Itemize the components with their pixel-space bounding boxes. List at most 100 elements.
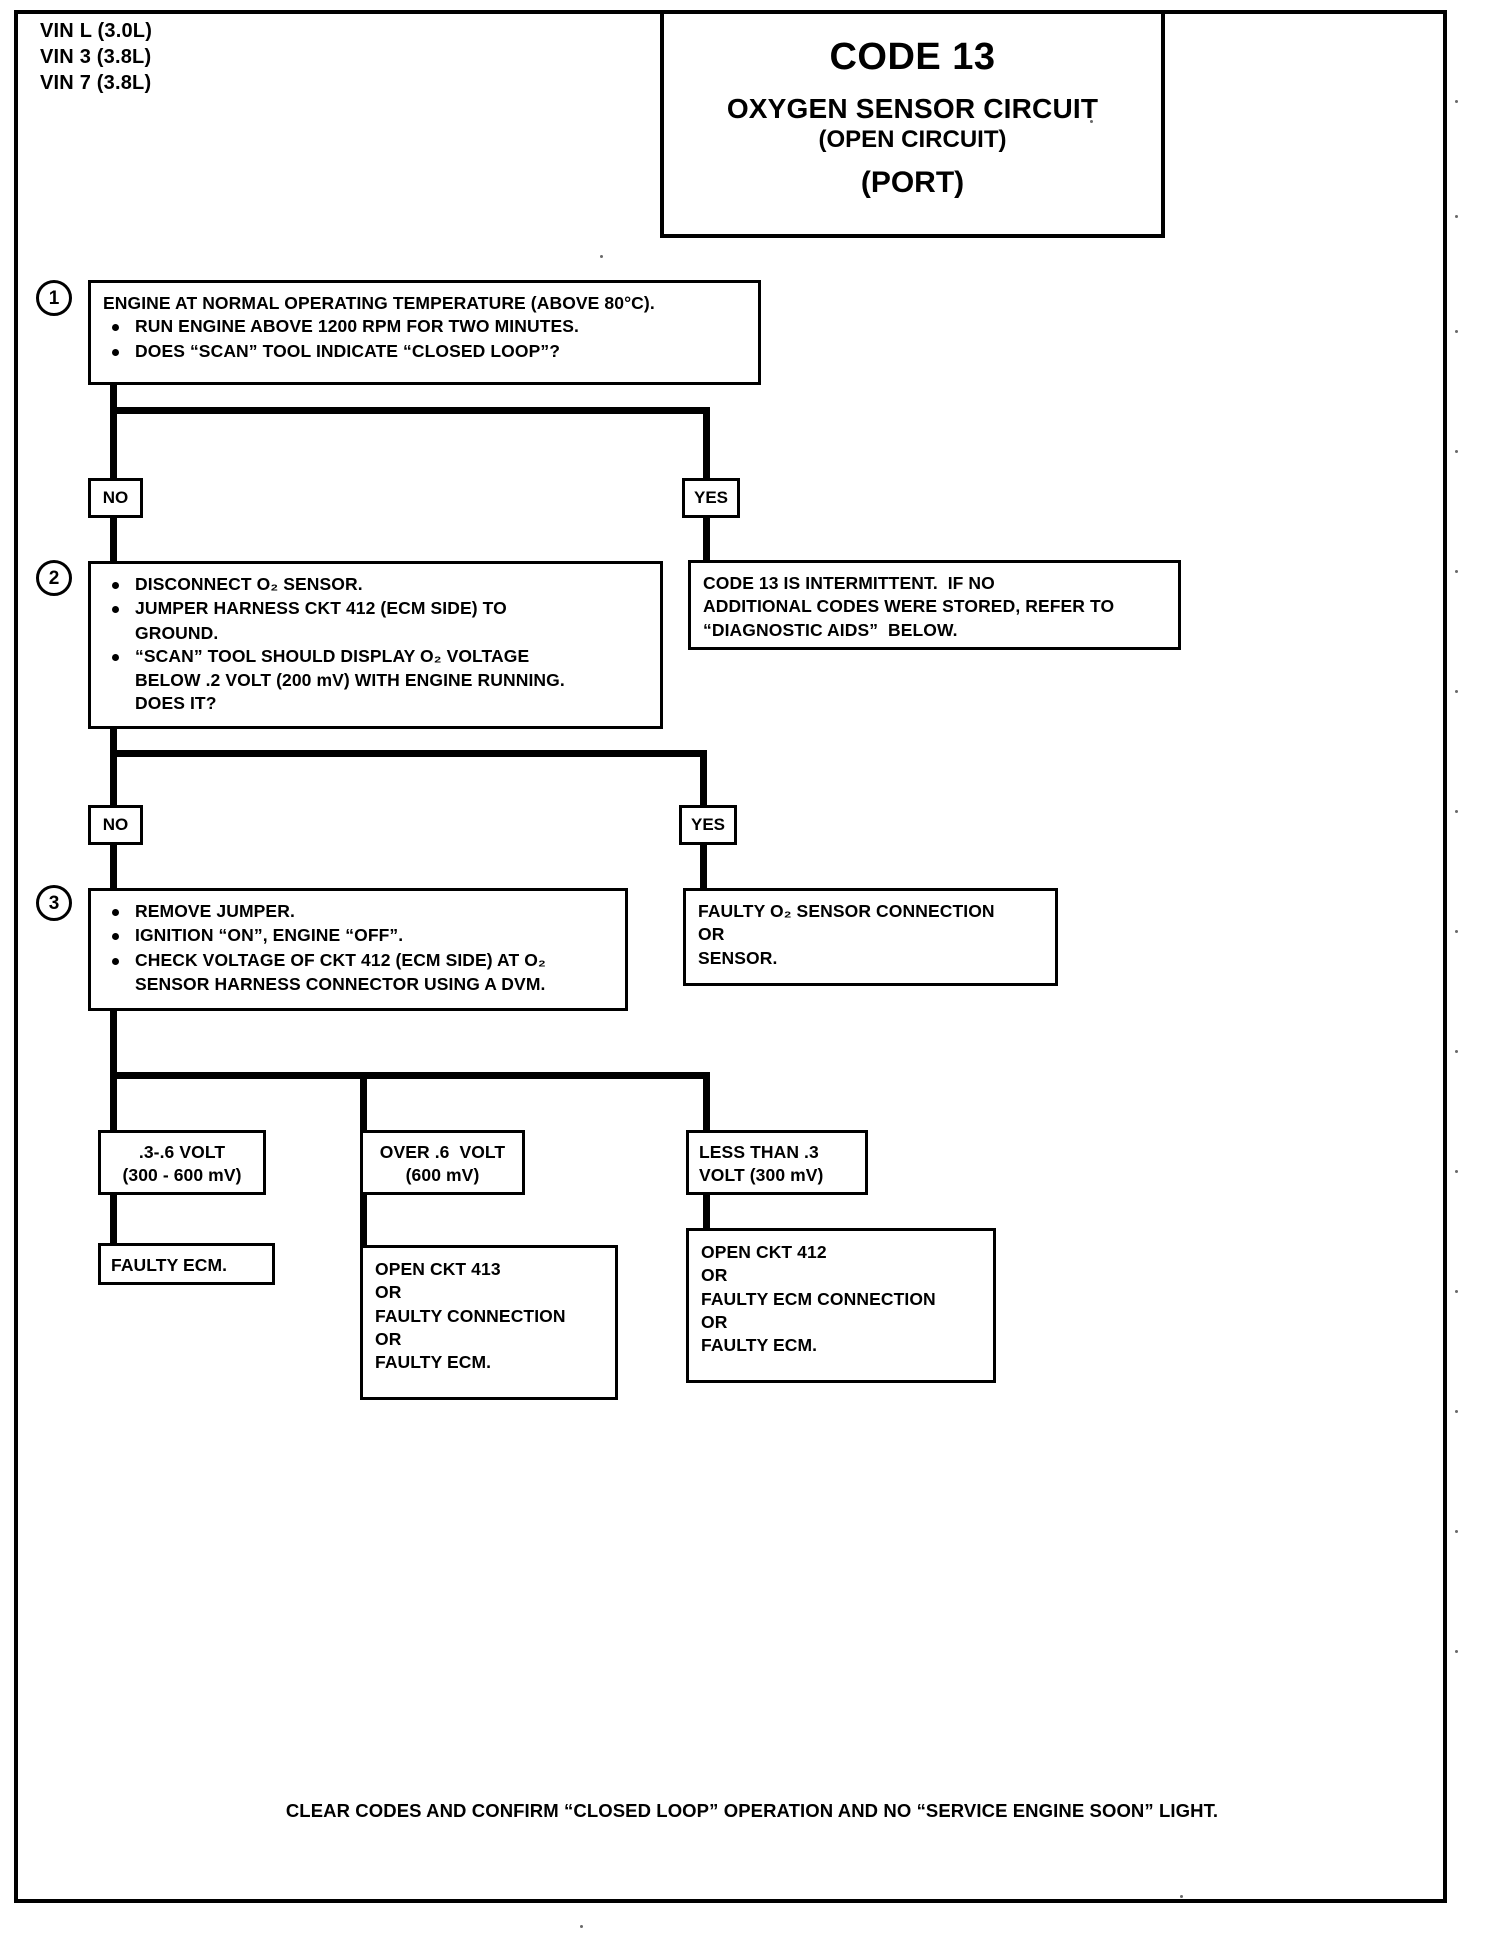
open-413-line-1: OPEN CKT 413 bbox=[375, 1259, 501, 1279]
scan-speck bbox=[1455, 1410, 1458, 1413]
connector-step1-no-stem bbox=[110, 407, 117, 483]
connector-branch-a-stem bbox=[110, 1072, 117, 1132]
result-faulty-sensor-box: FAULTY O₂ SENSOR CONNECTION OR SENSOR. bbox=[683, 888, 1058, 986]
volt-lowest-line-2: VOLT (300 mV) bbox=[699, 1165, 824, 1186]
step-3-box: REMOVE JUMPER. IGNITION “ON”, ENGINE “OF… bbox=[88, 888, 628, 1011]
connector-volt-high-down bbox=[360, 1195, 367, 1250]
result-open-ckt-412-box: OPEN CKT 412 OR FAULTY ECM CONNECTION OR… bbox=[686, 1228, 996, 1383]
intermittent-line-1: CODE 13 IS INTERMITTENT. IF NO bbox=[703, 573, 995, 593]
scan-speck bbox=[1455, 930, 1458, 933]
step-2-bullet-1: DISCONNECT O₂ SENSOR. bbox=[103, 573, 650, 596]
branch-no-2-label: NO bbox=[102, 815, 129, 834]
result-faulty-ecm-box: FAULTY ECM. bbox=[98, 1243, 275, 1285]
step-1-bullet-1: RUN ENGINE ABOVE 1200 RPM FOR TWO MINUTE… bbox=[103, 315, 748, 338]
step-1-heading: ENGINE AT NORMAL OPERATING TEMPERATURE (… bbox=[103, 293, 655, 313]
connector-step1-horizontal bbox=[110, 407, 710, 414]
scan-speck bbox=[1090, 120, 1093, 123]
voltage-range-high-box: OVER .6 VOLT (600 mV) bbox=[360, 1130, 525, 1195]
branch-no-2: NO bbox=[88, 805, 143, 845]
volt-low-line-2: (300 - 600 mV) bbox=[122, 1165, 242, 1186]
open-413-line-2: OR bbox=[375, 1282, 402, 1303]
step-2-bullet-3-line-3: DOES IT? bbox=[135, 693, 217, 714]
intermittent-line-2: ADDITIONAL CODES WERE STORED, REFER TO bbox=[703, 596, 1115, 617]
open-413-line-5: FAULTY ECM. bbox=[375, 1352, 492, 1373]
scan-speck bbox=[600, 255, 603, 258]
volt-low-line-1: .3-.6 VOLT bbox=[138, 1142, 226, 1162]
branch-yes-2-label: YES bbox=[690, 815, 726, 834]
connector-volt-lowest-down bbox=[703, 1195, 710, 1235]
open-413-line-3: FAULTY CONNECTION bbox=[375, 1305, 566, 1326]
title-box: CODE 13 OXYGEN SENSOR CIRCUIT (OPEN CIRC… bbox=[660, 10, 1165, 238]
scan-speck bbox=[1455, 1650, 1458, 1653]
scan-speck bbox=[1455, 570, 1458, 573]
scan-speck bbox=[1455, 100, 1458, 103]
step-number-2: 2 bbox=[36, 560, 72, 596]
step-2-bullet-2: JUMPER HARNESS CKT 412 (ECM SIDE) TO bbox=[103, 597, 650, 620]
step-number-1: 1 bbox=[36, 280, 72, 316]
connector-step2-no-stem bbox=[110, 750, 117, 812]
open-413-line-4: OR bbox=[375, 1328, 402, 1349]
circuit-subtitle: (OPEN CIRCUIT) bbox=[818, 126, 1007, 153]
connector-volt-low-down bbox=[110, 1195, 117, 1250]
volt-high-line-1: OVER .6 VOLT bbox=[379, 1142, 506, 1162]
scan-speck bbox=[1180, 1895, 1183, 1898]
vin-line-2: VIN 3 (3.8L) bbox=[40, 46, 152, 68]
connector-step2-down bbox=[110, 729, 117, 757]
faulty-ecm-line-1: FAULTY ECM. bbox=[111, 1255, 228, 1275]
step-2-bullet-1-text: DISCONNECT O₂ SENSOR. bbox=[135, 574, 363, 594]
step-1-bullet-2: DOES “SCAN” TOOL INDICATE “CLOSED LOOP”? bbox=[103, 340, 748, 363]
circuit-title: OXYGEN SENSOR CIRCUIT bbox=[726, 93, 1099, 124]
step-2-bullet-2-line-2: GROUND. bbox=[135, 622, 219, 643]
code-title: CODE 13 bbox=[829, 36, 996, 78]
branch-yes-1: YES bbox=[682, 478, 740, 518]
result-open-ckt-413-box: OPEN CKT 413 OR FAULTY CONNECTION OR FAU… bbox=[360, 1245, 618, 1400]
scan-speck bbox=[1455, 690, 1458, 693]
connector-step2-yes-stem bbox=[700, 750, 707, 812]
scan-speck bbox=[1455, 1290, 1458, 1293]
branch-no-1: NO bbox=[88, 478, 143, 518]
scan-speck bbox=[1455, 810, 1458, 813]
connector-yes2-to-result bbox=[700, 845, 707, 888]
voltage-range-lowest-box: LESS THAN .3 VOLT (300 mV) bbox=[686, 1130, 868, 1195]
scan-speck bbox=[1455, 450, 1458, 453]
step-3-bullet-3-line-1: CHECK VOLTAGE OF CKT 412 (ECM SIDE) AT O… bbox=[135, 949, 546, 970]
open-412-line-4: OR bbox=[701, 1311, 728, 1332]
faulty-sensor-line-3: SENSOR. bbox=[698, 947, 778, 968]
scan-speck bbox=[580, 1925, 583, 1928]
volt-lowest-line-1: LESS THAN .3 bbox=[699, 1142, 819, 1162]
step-2-bullet-3: “SCAN” TOOL SHOULD DISPLAY O₂ VOLTAGE bbox=[103, 645, 650, 668]
voltage-range-low-box: .3-.6 VOLT (300 - 600 mV) bbox=[98, 1130, 266, 1195]
connector-no1-to-step2 bbox=[110, 518, 117, 566]
connector-step3-down bbox=[110, 1011, 117, 1079]
step-2-box: DISCONNECT O₂ SENSOR. JUMPER HARNESS CKT… bbox=[88, 561, 663, 729]
connector-branch-c-stem bbox=[703, 1072, 710, 1132]
vin-list: VIN L (3.0L) VIN 3 (3.8L) VIN 7 (3.8L) bbox=[40, 18, 152, 96]
volt-high-line-2: (600 mV) bbox=[405, 1165, 480, 1186]
vin-line-1: VIN L (3.0L) bbox=[40, 20, 153, 42]
scan-speck bbox=[1455, 1050, 1458, 1053]
connector-no2-to-step3 bbox=[110, 845, 117, 893]
connector-yes1-to-result bbox=[703, 518, 710, 560]
connector-step1-yes-stem bbox=[703, 407, 710, 483]
scan-speck bbox=[1455, 330, 1458, 333]
connector-branch-b-stem bbox=[360, 1072, 367, 1132]
port-label: (PORT) bbox=[860, 166, 965, 199]
branch-yes-1-label: YES bbox=[693, 488, 729, 507]
open-412-line-2: OR bbox=[701, 1265, 728, 1286]
intermittent-line-3: “DIAGNOSTIC AIDS” BELOW. bbox=[703, 619, 958, 640]
step-2-bullet-2-line-1: JUMPER HARNESS CKT 412 (ECM SIDE) TO bbox=[135, 598, 507, 619]
vin-line-3: VIN 7 (3.8L) bbox=[40, 72, 152, 94]
faulty-sensor-line-1: FAULTY O₂ SENSOR CONNECTION bbox=[698, 901, 995, 921]
result-intermittent-box: CODE 13 IS INTERMITTENT. IF NO ADDITIONA… bbox=[688, 560, 1181, 650]
step-2-bullet-3-line-1: “SCAN” TOOL SHOULD DISPLAY O₂ VOLTAGE bbox=[135, 645, 530, 666]
branch-no-1-label: NO bbox=[102, 488, 129, 507]
step-3-bullet-1: REMOVE JUMPER. bbox=[103, 900, 615, 923]
open-412-line-1: OPEN CKT 412 bbox=[701, 1242, 827, 1262]
connector-step3-horizontal bbox=[110, 1072, 710, 1079]
scan-speck bbox=[1455, 1170, 1458, 1173]
step-number-3: 3 bbox=[36, 885, 72, 921]
open-412-line-3: FAULTY ECM CONNECTION bbox=[701, 1288, 936, 1309]
scan-speck bbox=[1455, 215, 1458, 218]
branch-yes-2: YES bbox=[679, 805, 737, 845]
